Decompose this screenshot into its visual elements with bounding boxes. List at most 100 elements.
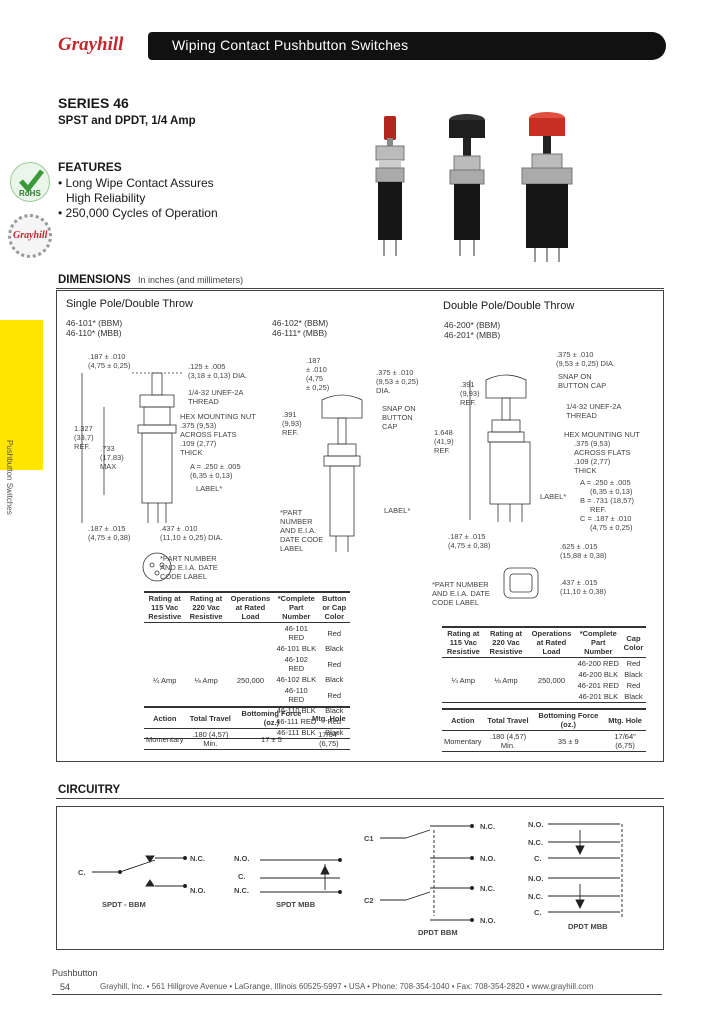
circuit-diagrams: [92, 823, 623, 922]
spdt-dim-c: .187 ± .015(4,75 ± 0,38): [88, 524, 131, 542]
rohs-badge: RoHS: [10, 162, 50, 202]
dpdt-dim-height: 1.648(41,9)REF.: [434, 428, 454, 455]
dpdt-models: 46-200* (BBM)46-201* (MBB): [444, 320, 501, 340]
spdt-bbm-no: N.O.: [190, 886, 206, 895]
dpdt-bbm-c1: C1: [364, 834, 374, 843]
spdt-drawing-2: [321, 394, 363, 552]
switch-red-small-image: [375, 116, 405, 256]
dimensions-heading: DIMENSIONS In inches (and millimeters): [58, 274, 244, 286]
grayhill-logo: Grayhill: [58, 34, 124, 55]
spdt-dim-a: .187 ± .010(4,75 ± 0,25): [88, 352, 131, 370]
dpdt-mbb-nc-2: N.C.: [528, 892, 543, 901]
dpdt-dim-width: .625 ± .015(15,88 ± 0,38): [560, 542, 607, 560]
circuitry-rule: [56, 798, 664, 799]
section-side-tab: Pushbutton Switches: [0, 320, 43, 515]
dpdt-bbm-no-2: N.O.: [480, 916, 496, 925]
dpdt-nut: HEX MOUNTING NUT.375 (9,53)ACROSS FLATS.…: [564, 430, 640, 475]
dpdt-dim-ref: .391(9,93)REF.: [460, 380, 480, 407]
dimensions-units: In inches (and millimeters): [138, 275, 244, 285]
spdt-label-tag: LABEL*: [196, 484, 223, 493]
spdt-dim-ref: 1.327(33,7)REF.: [74, 424, 94, 451]
spdt-models-b: 46-102* (BBM)46-111* (MBB): [272, 318, 329, 338]
dpdt-mbb-c-2: C.: [534, 908, 542, 917]
spdt-dim-a-value: A = .250 ± .005(6,35 ± 0,13): [190, 462, 241, 480]
dpdt-dim-pin: .187 ± .015(4,75 ± 0,38): [448, 532, 491, 550]
spdt-mbb-no: N.O.: [234, 854, 250, 863]
page-number: 54: [60, 982, 71, 992]
spdt-dim-nut: HEX MOUNTING NUT.375 (9,53)ACROSS FLATS.…: [180, 412, 256, 457]
dpdt-bbm-label: DPDT BBM: [418, 928, 458, 937]
series-subtitle: SPST and DPDT, 1/4 Amp: [58, 115, 196, 127]
product-photos: [375, 112, 573, 262]
feature-item: • 250,000 Cycles of Operation: [58, 206, 218, 220]
switch-black-cap-image: [449, 114, 485, 256]
footer-section: Pushbutton: [52, 968, 98, 978]
spdt-title: Single Pole/Double Throw: [66, 298, 193, 310]
dimensions-panel: [56, 290, 664, 762]
circuitry-heading: CIRCUITRY: [58, 784, 121, 796]
spdt2-dim-a: .187± .010(4,75± 0,25): [306, 356, 330, 392]
spdt-dim-dia: .437 ± .010(11,10 ± 0,25) DIA.: [160, 524, 223, 542]
spdt-bbm-nc: N.C.: [190, 854, 205, 863]
dpdt-dim-cap: .375 ± .010(9,53 ± 0,25) DIA.: [556, 350, 616, 368]
dimensions-rule: [56, 288, 664, 289]
footer-rule: [52, 994, 662, 995]
spdt-mbb-nc: N.C.: [234, 886, 249, 895]
circuitry-panel: [56, 806, 664, 950]
dpdt-bbm-nc-2: N.C.: [480, 884, 495, 893]
dpdt-mbb-c-1: C.: [534, 854, 542, 863]
dpdt-dim-depth: .437 ± .015(11,10 ± 0,38): [560, 578, 607, 596]
dpdt-bbm-c2: C2: [364, 896, 374, 905]
spdt-bbm-label: SPDT - BBM: [102, 900, 146, 909]
dpdt-mbb-nc-1: N.C.: [528, 838, 543, 847]
dpdt-bbm-nc-1: N.C.: [480, 822, 495, 831]
side-tab-label: Pushbutton Switches: [5, 440, 14, 515]
switch-red-cap-image: [521, 112, 573, 262]
spdt2-label-tag: LABEL*: [384, 506, 411, 515]
rohs-label: RoHS: [19, 189, 41, 198]
spdt2-dim-cap: .375 ± .010(9,53 ± 0,25)DIA.: [376, 368, 419, 395]
feature-item-cont: High Reliability: [66, 191, 146, 205]
spdt-mbb-label: SPDT MBB: [276, 900, 316, 909]
title-bar: Wiping Contact Pushbutton Switches: [148, 32, 666, 60]
spdt-models-a: 46-101* (BBM)46-110* (MBB): [66, 318, 123, 338]
dpdt-bbm-no-1: N.O.: [480, 854, 496, 863]
dpdt-mbb-no-2: N.O.: [528, 874, 544, 883]
spdt-dim-max: .733(17,83)MAX: [100, 444, 124, 471]
spdt2-dim-ref: .391(9,93)REF.: [282, 410, 302, 437]
dpdt-title: Double Pole/Double Throw: [443, 300, 575, 312]
spdt-dim-b: .125 ± .005(3,18 ± 0,13) DIA.: [188, 362, 248, 380]
footer-contact: Grayhill, Inc. • 561 Hillgrove Avenue • …: [100, 982, 594, 991]
spdt-bbm-c: C.: [78, 868, 86, 877]
dpdt-label-tag: LABEL*: [540, 492, 567, 501]
series-title: SERIES 46: [58, 95, 129, 111]
page-title: Wiping Contact Pushbutton Switches: [172, 37, 409, 53]
features-heading: FEATURES: [58, 160, 122, 174]
feature-item: • Long Wipe Contact Assures: [58, 176, 214, 190]
dpdt-mbb-no-1: N.O.: [528, 820, 544, 829]
dpdt-mbb-label: DPDT MBB: [568, 922, 608, 931]
